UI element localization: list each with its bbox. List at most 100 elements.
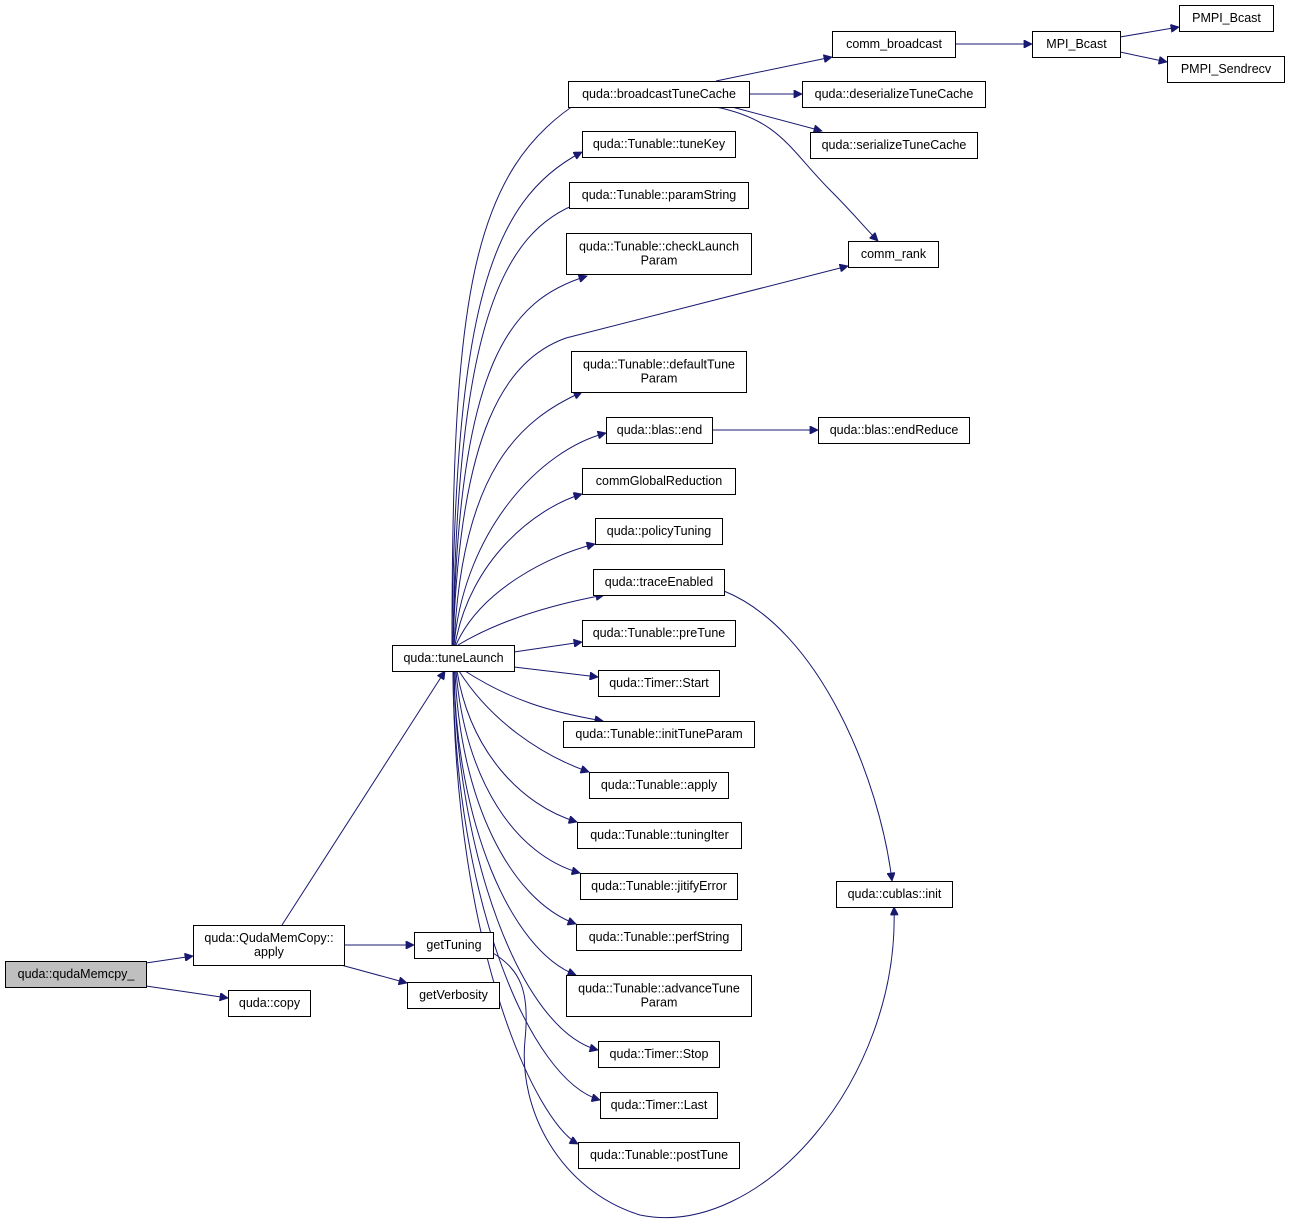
node-QudaMemCopyApply[interactable]: quda::QudaMemCopy::apply (193, 925, 345, 966)
node-label: quda::QudaMemCopy:: (204, 931, 333, 945)
node-box (414, 932, 494, 959)
node-broadcastTuneCache[interactable]: quda::broadcastTuneCache (568, 81, 750, 108)
node-box (582, 131, 736, 158)
node-label: MPI_Bcast (1046, 37, 1107, 51)
edge-QudaMemCopyApply-to-getVerbosity (340, 964, 407, 983)
node-label: Param (641, 372, 678, 386)
node-commRank[interactable]: comm_rank (848, 241, 939, 268)
node-box (193, 925, 345, 966)
node-label: apply (254, 945, 285, 959)
node-label: quda::blas::end (617, 423, 703, 437)
node-serializeTuneCache[interactable]: quda::serializeTuneCache (810, 132, 978, 159)
node-timerStop[interactable]: quda::Timer::Stop (598, 1041, 720, 1068)
node-commBroadcast[interactable]: comm_broadcast (832, 31, 956, 58)
node-label: quda::broadcastTuneCache (582, 87, 736, 101)
edge-tuneLaunch-to-jitifyError (455, 670, 580, 873)
node-tuningIter[interactable]: quda::Tunable::tuningIter (577, 822, 742, 849)
node-MPIBcast[interactable]: MPI_Bcast (1032, 31, 1121, 58)
node-initTuneParam[interactable]: quda::Tunable::initTuneParam (563, 721, 755, 748)
node-box (832, 31, 956, 58)
node-label: commGlobalReduction (596, 474, 722, 488)
edge-MPIBcast-to-PMPISendrecv (1119, 51, 1167, 62)
node-label: quda::blas::endReduce (830, 423, 959, 437)
node-label: quda::cublas::init (848, 887, 942, 901)
node-box (848, 241, 939, 268)
node-label: quda::tuneLaunch (403, 651, 503, 665)
node-box (595, 518, 723, 545)
node-box (810, 132, 978, 159)
node-label: quda::qudaMemcpy_ (18, 967, 136, 981)
node-label: getTuning (426, 938, 481, 952)
node-label: quda::Tunable::initTuneParam (575, 727, 742, 741)
node-label: quda::Tunable::paramString (582, 188, 737, 202)
node-box (392, 645, 515, 672)
node-tuneKey[interactable]: quda::Tunable::tuneKey (582, 131, 736, 158)
node-cublasInit[interactable]: quda::cublas::init (836, 881, 953, 908)
node-copy[interactable]: quda::copy (228, 990, 311, 1017)
node-jitifyError[interactable]: quda::Tunable::jitifyError (580, 873, 738, 900)
edge-tuneLaunch-to-policyTuning (455, 544, 595, 646)
node-label: quda::Timer::Stop (610, 1047, 709, 1061)
node-getTuning[interactable]: getTuning (414, 932, 494, 959)
node-box (589, 772, 729, 799)
node-PMPIBcast[interactable]: PMPI_Bcast (1179, 5, 1274, 32)
edge-tuneLaunch-to-blasEnd (453, 433, 606, 646)
edge-broadcastTuneCache-to-commRank (715, 106, 878, 241)
node-label: PMPI_Bcast (1192, 11, 1261, 25)
node-blasEndReduce[interactable]: quda::blas::endReduce (818, 417, 970, 444)
node-label: quda::Tunable::postTune (590, 1148, 728, 1162)
node-timerStart[interactable]: quda::Timer::Start (598, 670, 720, 697)
node-box (598, 1041, 720, 1068)
edge-tuneLaunch-to-initTuneParam (464, 670, 603, 721)
node-policyTuning[interactable]: quda::policyTuning (595, 518, 723, 545)
node-PMPISendrecv[interactable]: PMPI_Sendrecv (1167, 56, 1285, 83)
node-box (563, 721, 755, 748)
node-label: comm_broadcast (846, 37, 942, 51)
node-label: quda::Tunable::preTune (593, 626, 726, 640)
edge-tuneLaunch-to-defaultTuneParam (453, 392, 582, 646)
node-label: Param (641, 254, 678, 268)
node-box (5, 961, 147, 988)
node-timerLast[interactable]: quda::Timer::Last (600, 1092, 718, 1119)
edge-qudaMemcpy-to-copy (145, 985, 228, 998)
edge-qudaMemcpy-to-QudaMemCopyApply (145, 956, 193, 964)
node-paramString[interactable]: quda::Tunable::paramString (569, 182, 749, 209)
node-box (407, 982, 500, 1009)
node-postTune[interactable]: quda::Tunable::postTune (578, 1142, 740, 1169)
node-label: Param (641, 996, 678, 1010)
node-label: quda::Tunable::tuneKey (593, 137, 726, 151)
node-tuneLaunch[interactable]: quda::tuneLaunch (392, 645, 515, 672)
node-box (836, 881, 953, 908)
node-getVerbosity[interactable]: getVerbosity (407, 982, 500, 1009)
edge-tuneLaunch-to-advanceTuneParam (453, 670, 576, 975)
edge-tuneLaunch-to-tuningIter (456, 670, 577, 822)
edge-tuneLaunch-to-tuneKey (451, 151, 582, 646)
edge-tuneLaunch-to-commRank (452, 266, 848, 646)
node-commGlobalReduction[interactable]: commGlobalReduction (582, 468, 736, 495)
node-label: quda::Tunable::defaultTune (583, 358, 735, 372)
node-box (1167, 56, 1285, 83)
edge-tuneLaunch-to-broadcastTuneCache (451, 100, 582, 646)
edge-QudaMemCopyApply-to-tuneLaunch (281, 671, 445, 926)
node-box (582, 468, 736, 495)
node-preTune[interactable]: quda::Tunable::preTune (582, 620, 736, 647)
node-label: quda::traceEnabled (605, 575, 713, 589)
node-box (578, 1142, 740, 1169)
node-tunableApply[interactable]: quda::Tunable::apply (589, 772, 729, 799)
node-box (818, 417, 970, 444)
node-box (582, 620, 736, 647)
node-box (580, 873, 738, 900)
node-traceEnabled[interactable]: quda::traceEnabled (593, 569, 725, 596)
node-box (566, 975, 752, 1017)
node-blasEnd[interactable]: quda::blas::end (606, 417, 713, 444)
node-box (568, 81, 750, 108)
node-perfString[interactable]: quda::Tunable::perfString (576, 924, 742, 951)
edge-tuneLaunch-to-commGlobalReduction (454, 494, 582, 646)
node-deserializeTuneCache[interactable]: quda::deserializeTuneCache (802, 81, 986, 108)
node-qudaMemcpy[interactable]: quda::qudaMemcpy_ (5, 961, 147, 988)
edge-tuneLaunch-to-paramString (452, 202, 582, 646)
